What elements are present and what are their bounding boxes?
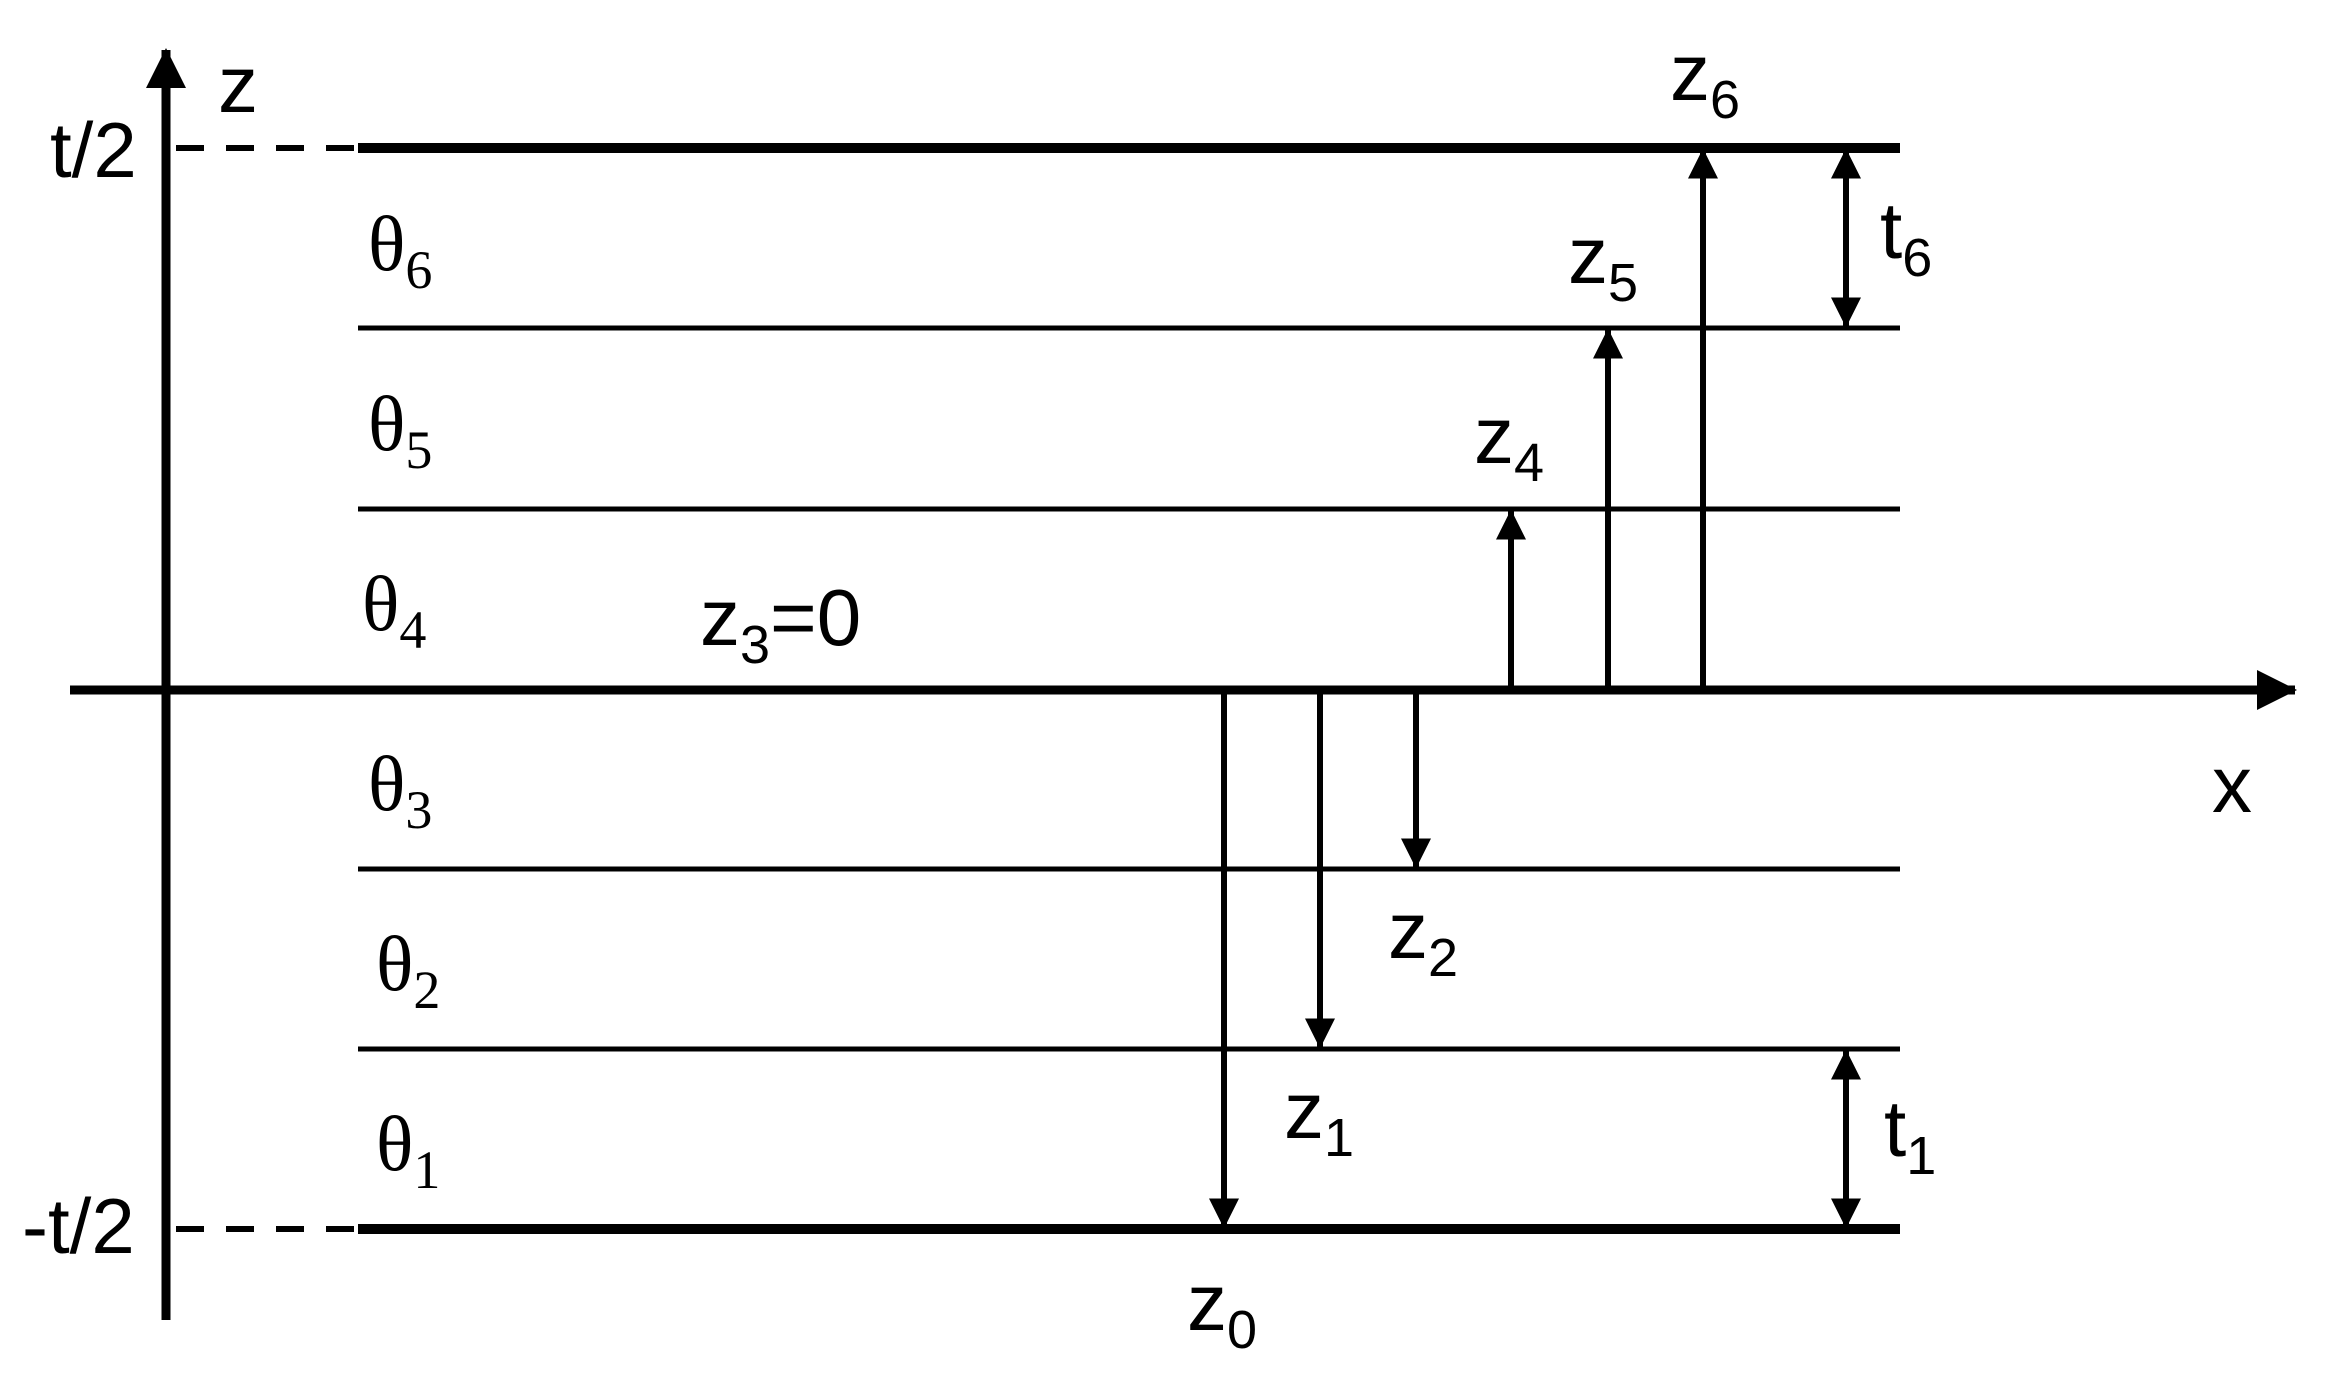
layer-label-6: θ6	[368, 200, 432, 300]
interface-lines	[358, 143, 1900, 1234]
interface-labels: z6 z5 z4 z3=0 z2 z1 z0	[700, 28, 1740, 1360]
t1-label: t1	[1884, 1084, 1936, 1186]
layer-label-3: θ3	[368, 740, 432, 840]
axes: z x t/2 -t/2	[22, 40, 2297, 1320]
thickness-labels: t6 t1	[1880, 186, 1936, 1186]
layer-labels: θ6 θ5 θ4 θ3 θ2 θ1	[362, 200, 440, 1200]
z0-label: z0	[1187, 1258, 1257, 1360]
z3-label: z3=0	[700, 573, 861, 675]
t6-label: t6	[1880, 186, 1932, 288]
layer-label-2: θ2	[376, 920, 440, 1020]
position-arrows	[1209, 148, 1718, 1229]
layer-label-1: θ1	[376, 1100, 440, 1200]
z-axis-label: z	[218, 40, 258, 129]
z5-label: z5	[1568, 211, 1638, 313]
top-tick-label: t/2	[50, 106, 137, 194]
bottom-tick-label: -t/2	[22, 1182, 135, 1270]
z2-label: z2	[1388, 886, 1458, 988]
z6-label: z6	[1670, 28, 1740, 130]
z4-label: z4	[1474, 391, 1544, 493]
layer-label-4: θ4	[362, 560, 426, 660]
z1-label: z1	[1284, 1066, 1354, 1168]
layer-label-5: θ5	[368, 380, 432, 480]
x-axis-label: x	[2212, 740, 2252, 829]
